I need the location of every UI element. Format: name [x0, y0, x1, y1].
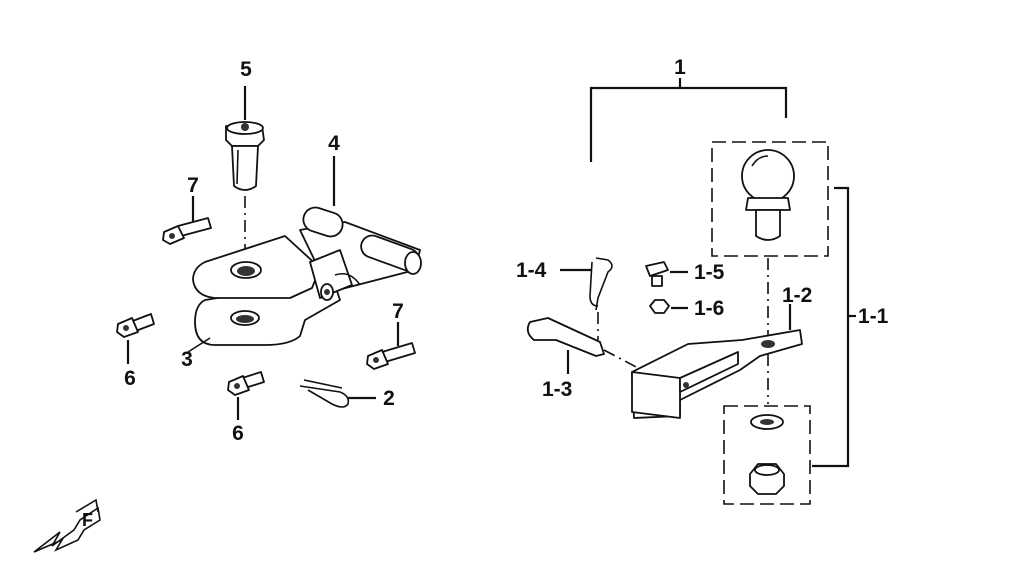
callout-5: 5 — [240, 58, 252, 81]
hitch-pin — [526, 317, 639, 374]
pin-part-5 — [225, 86, 265, 272]
ball-dashed-box — [711, 141, 829, 257]
group-bracket-1-1 — [812, 186, 850, 468]
clip-part-2 — [299, 379, 376, 408]
callout-6-left: 6 — [124, 367, 136, 390]
bolt-part-6-lower — [227, 371, 265, 420]
callout-4: 4 — [328, 132, 340, 155]
callout-1: 1 — [674, 56, 686, 79]
bolt-part-7-upper — [162, 196, 212, 245]
nut-dashed-box — [723, 405, 811, 505]
bolt-part-6-left — [116, 313, 155, 364]
callout-7-right: 7 — [392, 300, 404, 323]
callout-1-5: 1-5 — [694, 261, 725, 284]
callout-6-lower: 6 — [232, 422, 244, 445]
group-bracket-1 — [589, 78, 788, 162]
callout-3: 3 — [181, 348, 193, 371]
callout-2: 2 — [383, 387, 395, 410]
small-nut — [649, 299, 688, 314]
callout-1-3: 1-3 — [542, 378, 572, 401]
r-clip — [560, 257, 613, 340]
callout-1-1: 1-1 — [858, 305, 889, 328]
callout-1-4: 1-4 — [516, 259, 547, 282]
front-direction-arrow-icon: F — [33, 498, 101, 553]
hitch-ball — [741, 149, 795, 241]
grease-fitting — [645, 261, 688, 287]
receiver-bar — [631, 304, 803, 419]
washer-and-nut — [749, 414, 785, 495]
callout-7-upper: 7 — [187, 174, 199, 197]
hinge-bracket-part-4 — [192, 156, 422, 301]
callout-1-6: 1-6 — [694, 297, 724, 320]
direction-letter: F — [82, 510, 93, 530]
callout-1-2: 1-2 — [782, 284, 812, 307]
bolt-part-7-right — [366, 322, 416, 370]
